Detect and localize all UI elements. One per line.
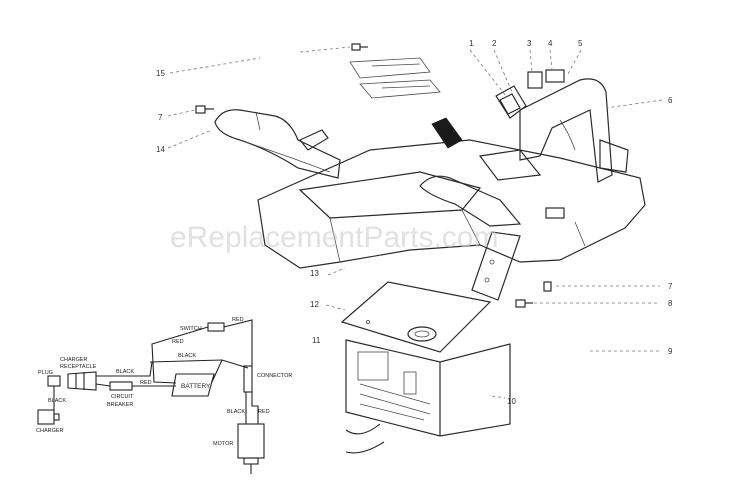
left-handle-part-14 <box>214 109 341 179</box>
connector-component: CONNECTOR <box>243 365 292 393</box>
callout-5: 5 <box>578 39 583 48</box>
callout-numbers: 1 2 3 4 5 6 7 7 8 9 10 11 12 13 14 15 <box>156 39 673 406</box>
callout-10: 10 <box>507 397 516 406</box>
battery-box-part-10 <box>345 339 511 437</box>
callout-15: 15 <box>156 69 165 78</box>
circuit-breaker-label-1: CIRCUIT <box>111 394 134 400</box>
wire-label-red-switch: RED <box>232 317 244 323</box>
connector-label: CONNECTOR <box>257 373 292 379</box>
assembly-drawing <box>167 43 663 454</box>
switch-label: SWITCH <box>180 326 202 332</box>
switch-component: SWITCH <box>180 322 225 332</box>
hardware-part-15-assembly <box>349 57 441 99</box>
circuit-breaker-label-2: BREAKER <box>107 402 133 408</box>
wire-label-red-breaker: RED <box>140 380 152 386</box>
screw-part-8 <box>515 299 533 308</box>
wire-label-black-plug: BLACK <box>48 398 66 404</box>
screw-part-7-left <box>195 105 214 114</box>
callout-1: 1 <box>469 39 474 48</box>
body-shell-part-13 <box>257 117 646 269</box>
front-arm-part <box>419 175 522 301</box>
battery-label: BATTERY <box>181 383 211 390</box>
motor-component: MOTOR <box>213 423 265 474</box>
plug-label: PLUG <box>38 370 53 376</box>
callout-11: 11 <box>312 336 321 345</box>
wire-label-black-receptacle: BLACK <box>116 369 134 375</box>
callout-9: 9 <box>668 347 673 356</box>
callout-8: 8 <box>668 299 673 308</box>
screw-part-7-right <box>543 281 552 292</box>
motor-label: MOTOR <box>213 441 233 447</box>
callout-4: 4 <box>548 39 553 48</box>
callout-3: 3 <box>527 39 532 48</box>
charger-label: CHARGER <box>36 428 64 434</box>
callout-leader-lines <box>167 46 663 399</box>
wire-label-black-top: BLACK <box>178 353 196 359</box>
rear-handle-part-6 <box>519 78 629 247</box>
circuit-breaker-component: CIRCUIT BREAKER <box>107 381 134 408</box>
callout-6: 6 <box>668 96 673 105</box>
callout-7-left: 7 <box>158 113 163 122</box>
wire-label-red-motor: RED <box>258 409 270 415</box>
wiring-schematic: SWITCH RED RED BLACK CONNECTOR BATTERY C… <box>36 317 292 474</box>
wire-label-red-switch-battery: RED <box>172 339 184 345</box>
charger-receptacle-label-2: RECEPTACLE <box>60 364 97 370</box>
charger-receptacle-label-1: CHARGER <box>60 357 88 363</box>
callout-2: 2 <box>492 39 497 48</box>
charger-receptacle-component: CHARGER RECEPTACLE <box>60 357 97 391</box>
callout-14: 14 <box>156 145 165 154</box>
switch-parts-1-5 <box>495 69 565 119</box>
watermark-text: eReplacementParts.com <box>170 221 498 254</box>
callout-12: 12 <box>310 300 319 309</box>
screw-part-15 <box>351 43 368 51</box>
battery-component: BATTERY <box>171 373 215 397</box>
charger-component: CHARGER <box>36 409 64 434</box>
wire-label-black-motor: BLACK <box>227 409 245 415</box>
callout-13: 13 <box>310 269 319 278</box>
plug-component: PLUG BLACK <box>38 370 66 410</box>
loose-wire-leads <box>345 423 385 454</box>
top-plate-part-12 <box>340 281 492 353</box>
callout-7-right: 7 <box>668 282 673 291</box>
